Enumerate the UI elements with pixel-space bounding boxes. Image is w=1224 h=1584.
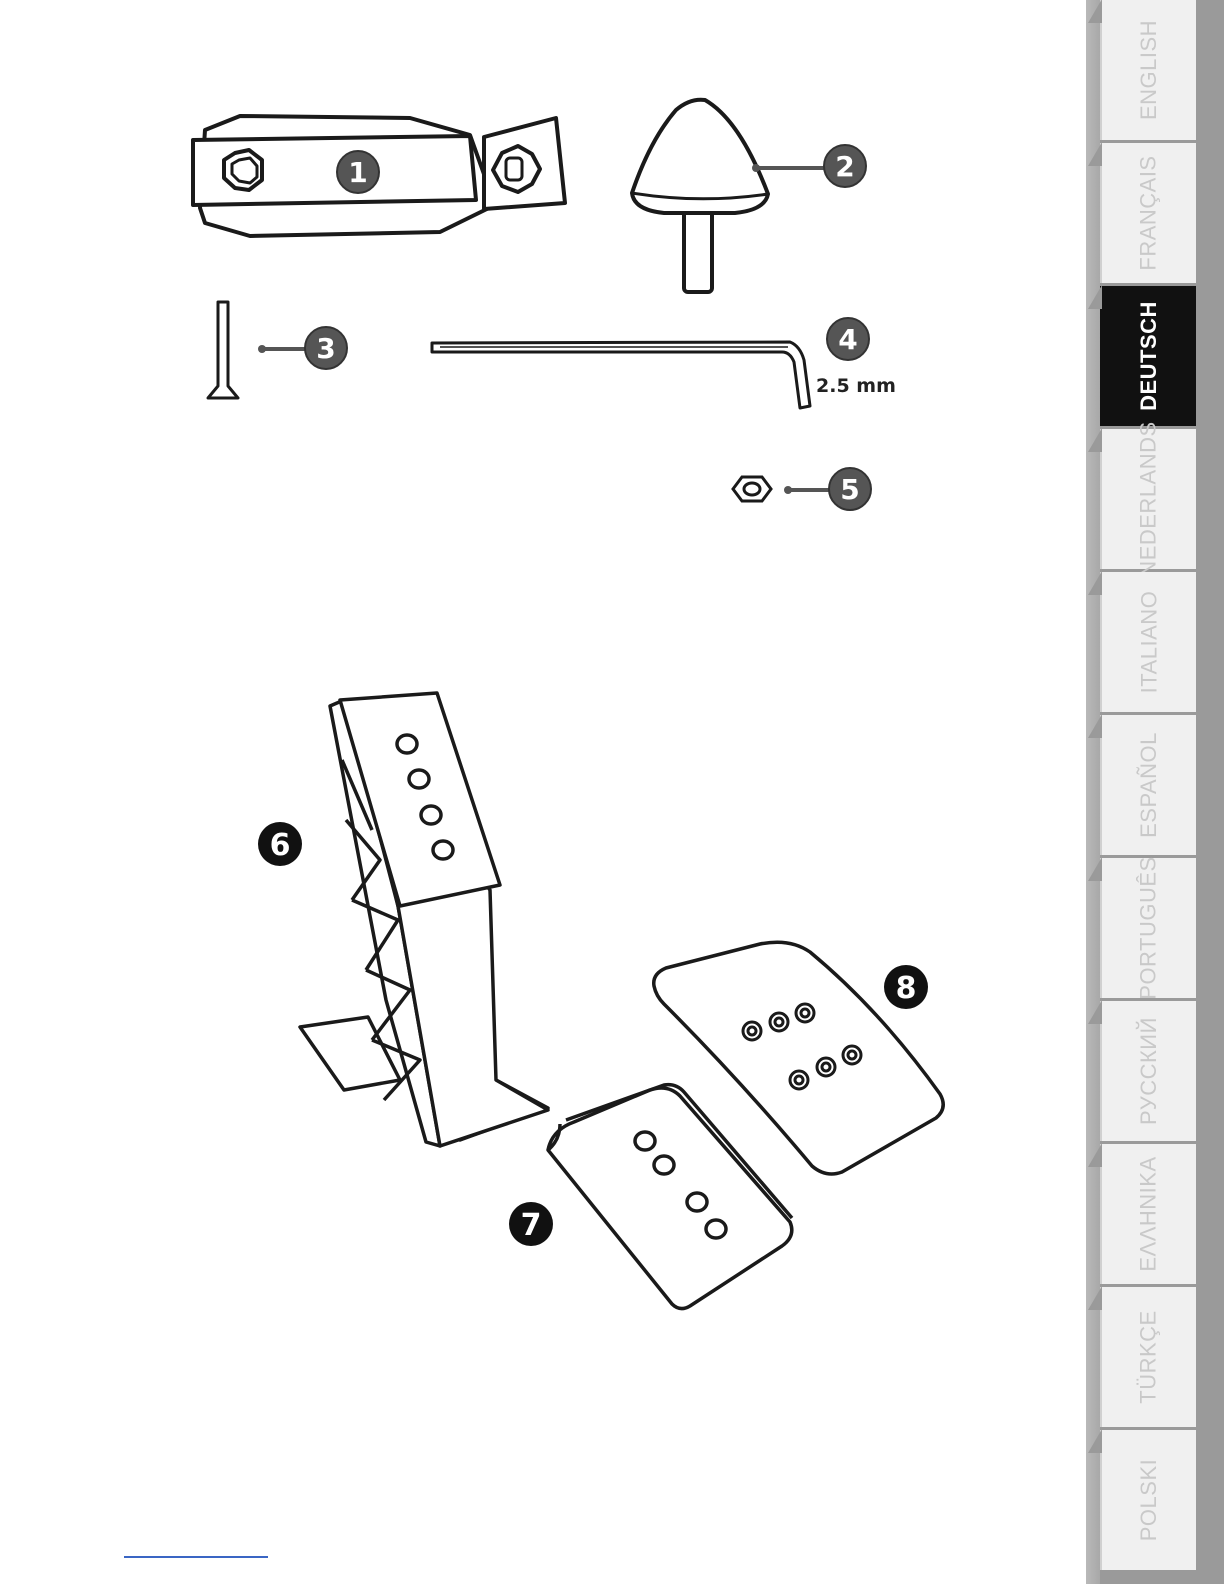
svg-text:1: 1 [348,156,367,189]
part-5-nut [733,477,771,501]
wrench-size-label: 2.5 mm [816,375,896,397]
tab-label: POLSKI [1136,1459,1162,1541]
tab-greek[interactable]: ΕΛΛΗΝΙΚΑ [1100,1144,1196,1284]
part-3-screw [208,302,238,398]
tab-label: РУССКИЙ [1136,1017,1162,1125]
callout-6: 6 [258,822,302,866]
tab-label: FRANÇAIS [1136,155,1162,270]
part-7-small-pedal-plate [548,1085,792,1309]
callout-2: 2 [752,145,866,187]
callout-8: 8 [884,965,928,1009]
tab-italiano[interactable]: ITALIANO [1100,572,1196,712]
callout-3: 3 [258,327,347,369]
callout-1: 1 [337,151,379,193]
callout-5: 5 [784,468,871,510]
svg-text:3: 3 [316,332,335,365]
tab-label: ESPAÑOL [1136,732,1162,838]
svg-text:4: 4 [838,323,857,356]
tab-russian[interactable]: РУССКИЙ [1100,1001,1196,1141]
tab-label: NEDERLANDS [1136,421,1162,576]
part-4-hex-key [432,342,810,408]
tab-espanol[interactable]: ESPAÑOL [1100,715,1196,855]
svg-text:8: 8 [896,971,917,1006]
tab-label: TÜRKÇE [1136,1310,1162,1403]
svg-text:7: 7 [521,1208,542,1243]
tab-label: DEUTSCH [1136,301,1162,411]
part-2-cone-cap [632,100,768,292]
svg-text:6: 6 [270,828,291,863]
tab-turkce[interactable]: TÜRKÇE [1100,1287,1196,1427]
tab-label: ITALIANO [1136,591,1162,694]
callout-7: 7 [509,1202,553,1246]
tab-portugues[interactable]: PORTUGUÊS [1100,858,1196,998]
tab-nederlands[interactable]: NEDERLANDS [1100,429,1196,569]
tab-deutsch[interactable]: DEUTSCH [1100,286,1196,426]
tab-label: ΕΛΛΗΝΙΚΑ [1136,1156,1162,1271]
tab-label: PORTUGUÊS [1136,856,1162,999]
svg-text:5: 5 [840,473,859,506]
tab-francais[interactable]: FRANÇAIS [1100,143,1196,283]
svg-text:2: 2 [835,150,854,183]
tab-label: ENGLISH [1136,20,1162,120]
parts-illustration: 1 2 3 4 2.5 mm 5 [0,0,1080,1584]
tab-polski[interactable]: POLSKI [1100,1430,1196,1570]
footnote-separator [124,1556,268,1558]
part-6-pedal-arm [300,693,548,1146]
tab-english[interactable]: ENGLISH [1100,0,1196,140]
callout-4: 4 [827,318,869,360]
language-tab-rail: ENGLISH FRANÇAIS DEUTSCH NEDERLANDS ITAL… [1086,0,1224,1584]
